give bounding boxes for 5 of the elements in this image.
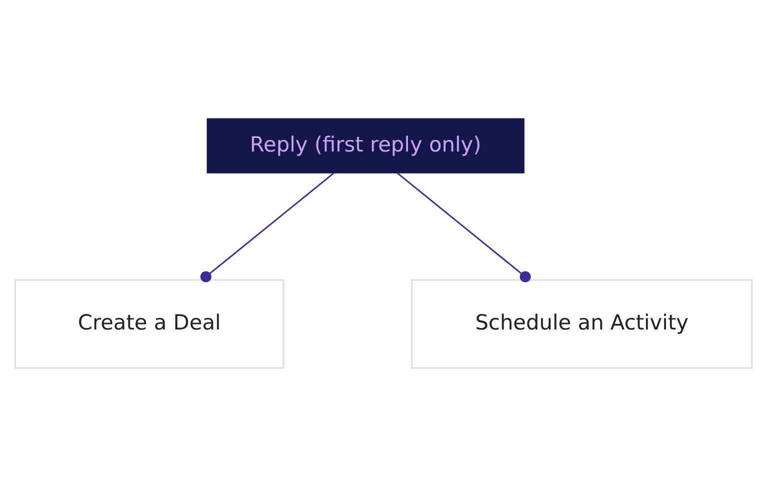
node-box: Reply (first reply only) <box>206 118 524 174</box>
node-box: Schedule an Activity <box>411 279 753 369</box>
node-box: Create a Deal <box>14 279 284 369</box>
connector <box>200 172 335 282</box>
connector <box>396 172 531 282</box>
